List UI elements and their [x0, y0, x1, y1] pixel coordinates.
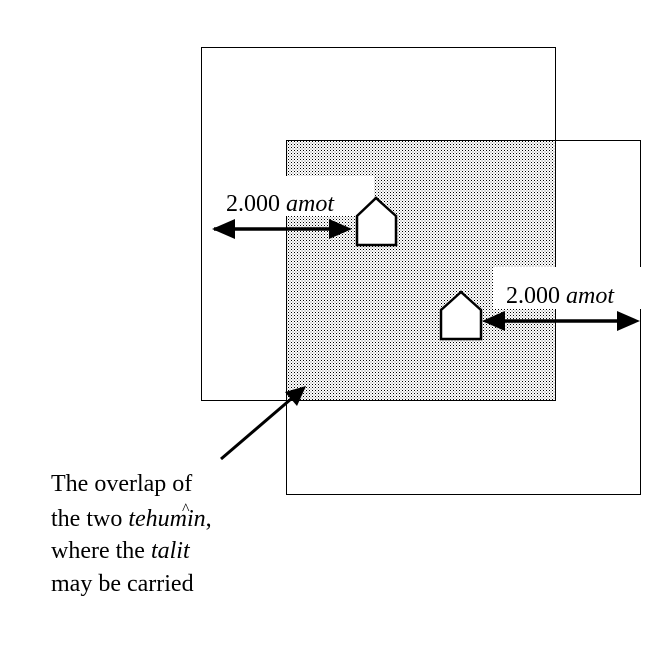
label-left-bg [222, 176, 374, 216]
caption-line-1: The overlap of [51, 471, 192, 497]
house-icon [355, 196, 398, 247]
caption-line-3: where the talit [51, 538, 191, 564]
caption: The overlap of the two tehumin, ^ where … [51, 471, 212, 597]
tehum-square-2 [286, 140, 641, 495]
caption-line-4: may be carried [51, 571, 194, 597]
tehum-square-1 [201, 47, 556, 401]
distance-label-left: 2.000 amot [226, 191, 335, 217]
arrowhead-right-start [482, 311, 505, 331]
arrowhead-right-end [617, 311, 640, 331]
arrowhead-left-end [329, 219, 352, 239]
distance-label-right: 2.000 amot [506, 283, 615, 309]
house-icon [439, 290, 483, 341]
caption-accent: ^ [182, 501, 190, 518]
caption-line-2: the two tehumin, [51, 506, 212, 532]
pointer-arrow [220, 391, 299, 461]
label-right-bg [493, 267, 641, 309]
arrowhead-left-start [212, 219, 235, 239]
pointer-arrowhead [285, 386, 306, 406]
